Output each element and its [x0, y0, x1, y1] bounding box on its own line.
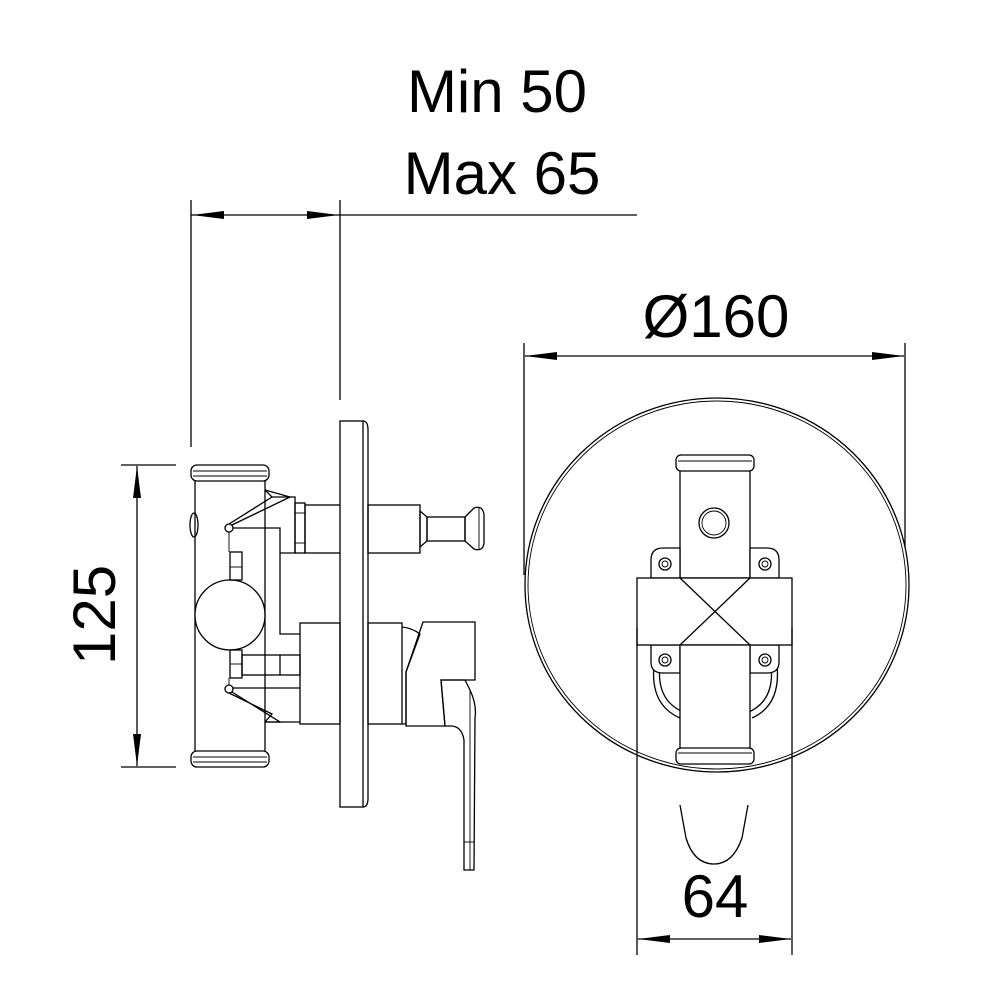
front-view: [524, 397, 910, 865]
handle-width-label: 64: [682, 863, 749, 930]
arrow-right-icon: [872, 352, 904, 360]
depth-max-label: Max 65: [404, 140, 601, 207]
height-label: 125: [61, 565, 128, 665]
arrow-down-icon: [133, 734, 141, 766]
handle-width-dimension: 64: [636, 628, 793, 955]
side-view: [189, 420, 485, 871]
arrow-left-icon: [638, 935, 670, 943]
arrow-up-icon: [133, 466, 141, 498]
height-dimension: 125: [61, 464, 176, 768]
diameter-label: Ø160: [643, 283, 790, 350]
diameter-dimension: Ø160: [523, 283, 906, 575]
arrow-right-icon: [307, 211, 339, 219]
arrow-left-icon: [192, 211, 224, 219]
depth-min-label: Min 50: [407, 58, 587, 125]
depth-dimension: Min 50 Max 65: [190, 58, 637, 447]
arrow-right-icon: [759, 935, 791, 943]
arrow-left-icon: [525, 352, 557, 360]
